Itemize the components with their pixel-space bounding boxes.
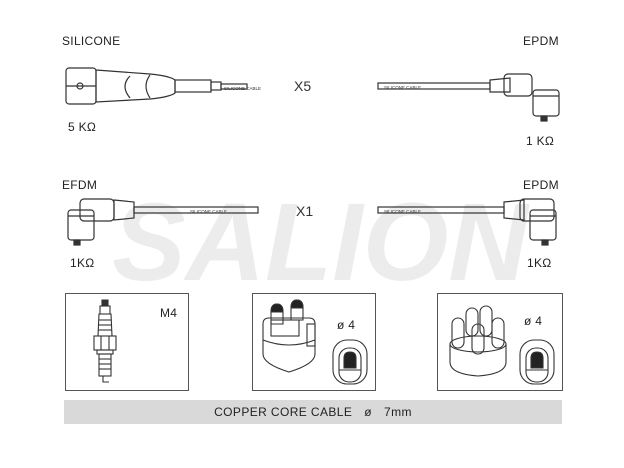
coil-diameter: ø 4 bbox=[337, 318, 356, 332]
cable-spec-footer: COPPER CORE CABLE ø 7mm bbox=[64, 400, 562, 424]
cable-print-mr: SILICONE CABLE bbox=[384, 209, 421, 214]
cable-print-ml: SILICONE CABLE bbox=[190, 209, 227, 214]
spark-plug-thread: M4 bbox=[160, 306, 178, 320]
top-right-material: EPDM bbox=[523, 34, 559, 48]
brand-watermark: SALION bbox=[112, 185, 530, 304]
top-left-material: SILICONE bbox=[62, 34, 121, 48]
top-right-resistance: 1 KΩ bbox=[526, 134, 555, 148]
top-left-resistance: 5 KΩ bbox=[68, 120, 97, 134]
diameter-symbol: ø bbox=[364, 405, 373, 419]
spark-plug-icon bbox=[93, 299, 117, 383]
spark-plug-panel: M4 bbox=[65, 293, 189, 391]
middle-left-resistance: 1KΩ bbox=[70, 256, 95, 270]
middle-right-cable bbox=[377, 198, 557, 246]
cable-print-tl: SILICONE CABLE bbox=[224, 86, 261, 91]
watermark-text: SALION bbox=[112, 185, 530, 304]
top-row-quantity: X5 bbox=[294, 78, 312, 94]
footer-text: COPPER CORE CABLE bbox=[214, 405, 353, 419]
straight-plug-boot bbox=[65, 67, 248, 105]
top-right-cable bbox=[377, 73, 560, 122]
middle-right-resistance: 1KΩ bbox=[527, 256, 552, 270]
coil-icon bbox=[262, 299, 368, 385]
distributor-panel: ø 4 bbox=[437, 293, 563, 391]
middle-left-material: EFDM bbox=[62, 178, 98, 192]
middle-row-quantity: X1 bbox=[296, 203, 314, 219]
footer-size: 7mm bbox=[384, 405, 412, 419]
distributor-cap-icon bbox=[449, 305, 555, 385]
middle-right-material: EPDM bbox=[523, 178, 559, 192]
cable-print-tr: SILICONE CABLE bbox=[384, 85, 421, 90]
coil-panel: ø 4 bbox=[252, 293, 376, 391]
middle-left-cable bbox=[67, 198, 259, 246]
distributor-diameter: ø 4 bbox=[524, 314, 543, 328]
